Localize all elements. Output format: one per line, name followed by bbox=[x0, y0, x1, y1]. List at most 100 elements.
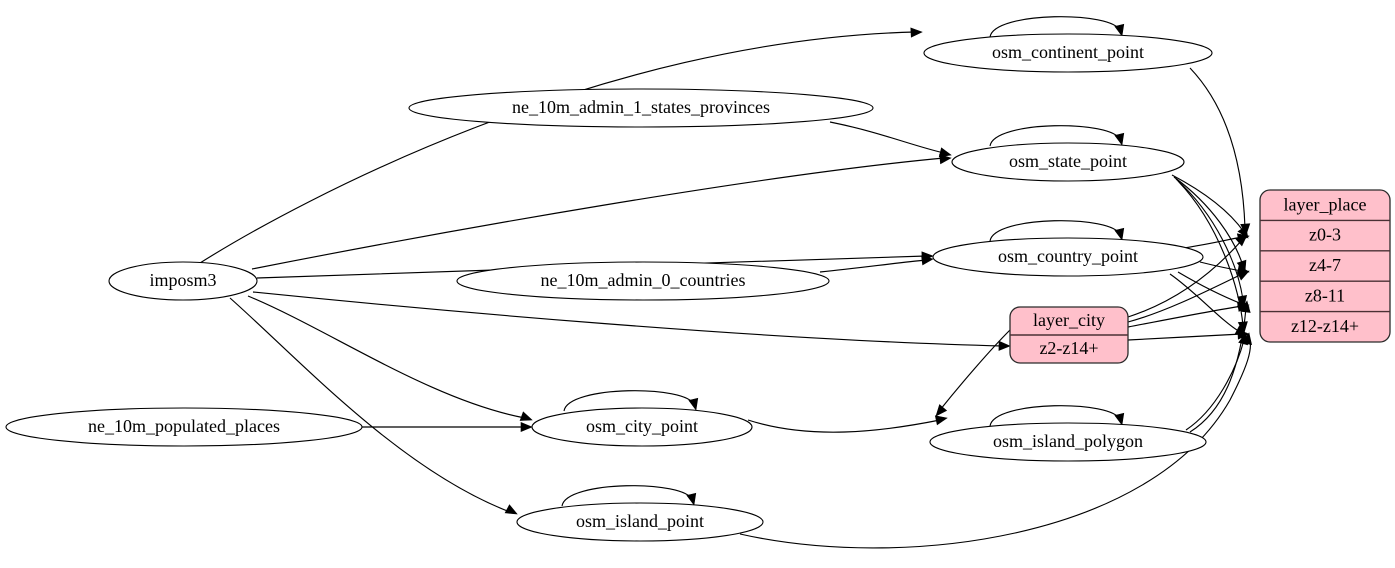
node-shape bbox=[408, 88, 874, 128]
edge-osm_continent_point-to-layer_place bbox=[1189, 67, 1251, 236]
edge-layer_city-to-layer_place bbox=[1127, 234, 1248, 318]
edge-line bbox=[1185, 339, 1245, 431]
node-imposm3[interactable]: imposm3 bbox=[108, 261, 258, 301]
record-row-label[interactable]: z4-7 bbox=[1309, 255, 1341, 275]
edge-line bbox=[1127, 239, 1243, 318]
self-loop-osm_country_point bbox=[989, 220, 1125, 242]
node-label: ne_10m_admin_1_states_provinces bbox=[512, 97, 770, 117]
record-node-layer_city[interactable]: layer_city z2-z14+ bbox=[1009, 306, 1129, 364]
edge-line bbox=[1177, 180, 1244, 327]
self-loop-arrowhead-icon bbox=[1114, 23, 1125, 37]
record-title-label: layer_place bbox=[1284, 194, 1367, 214]
edge-osm_island_polygon-to-layer_place bbox=[1189, 300, 1251, 433]
node-ne_10m_populated_places[interactable]: ne_10m_populated_places bbox=[5, 407, 363, 447]
edge-line bbox=[1173, 176, 1244, 267]
edge-arrowhead-icon bbox=[938, 147, 952, 158]
edge-line bbox=[1189, 67, 1246, 229]
node-label: ne_10m_populated_places bbox=[88, 416, 280, 436]
node-label: osm_state_point bbox=[1009, 151, 1127, 171]
node-osm_island_polygon[interactable]: osm_island_polygon bbox=[929, 422, 1207, 462]
node-osm_continent_point[interactable]: osm_continent_point bbox=[923, 33, 1213, 73]
edge-line bbox=[229, 297, 511, 513]
edge-layer_city-to-osm_island_polygon bbox=[935, 329, 1011, 417]
self-loop-line bbox=[563, 390, 695, 412]
record-row-label[interactable]: z0-3 bbox=[1309, 225, 1341, 245]
edge-arrowhead-icon bbox=[1236, 270, 1250, 281]
record-row-label[interactable]: z2-z14+ bbox=[1039, 338, 1098, 358]
self-loop-osm_city_point bbox=[563, 390, 699, 412]
record-box bbox=[1259, 189, 1391, 343]
node-shape bbox=[5, 407, 363, 447]
self-loop-osm_island_polygon bbox=[989, 405, 1125, 427]
edge-line bbox=[1171, 174, 1245, 233]
edge-imposm3-to-osm_state_point bbox=[251, 154, 952, 270]
edge-line bbox=[829, 121, 945, 154]
node-shape bbox=[932, 237, 1204, 277]
node-shape bbox=[108, 261, 258, 301]
record-row-label[interactable]: z12-z14+ bbox=[1291, 316, 1359, 336]
edge-imposm3-to-osm_continent_point bbox=[199, 27, 923, 264]
edge-line bbox=[1177, 271, 1243, 305]
edge-line bbox=[252, 291, 1004, 347]
self-loop-line bbox=[989, 220, 1121, 242]
edge-arrowhead-icon bbox=[934, 415, 948, 426]
node-shape bbox=[456, 261, 830, 301]
edge-arrowhead-icon bbox=[935, 404, 948, 417]
node-shape bbox=[516, 502, 764, 542]
edge-layer_city-to-layer_place bbox=[1127, 301, 1250, 328]
edge-line bbox=[1127, 305, 1243, 328]
record-node-layer_place[interactable]: layer_place z0-3 z4-7 z8-11 z12-z14+ bbox=[1259, 189, 1391, 343]
edge-arrowhead-icon bbox=[939, 154, 952, 165]
node-ne_10m_admin_1_states_provinces[interactable]: ne_10m_admin_1_states_provinces bbox=[408, 88, 874, 128]
edge-arrowhead-icon bbox=[1235, 234, 1248, 247]
edge-osm_city_point-to-osm_island_polygon bbox=[747, 415, 948, 433]
edge-line bbox=[739, 339, 1252, 549]
record-nodes-layer: layer_place z0-3 z4-7 z8-11 z12-z14+ layer_ci… bbox=[1009, 189, 1391, 364]
edge-imposm3-to-osm_island_point bbox=[229, 297, 518, 515]
edge-imposm3-to-osm_city_point bbox=[247, 295, 533, 421]
node-osm_state_point[interactable]: osm_state_point bbox=[951, 142, 1185, 182]
edge-arrowhead-icon bbox=[910, 27, 923, 38]
self-loop-arrowhead-icon bbox=[1114, 412, 1125, 426]
edge-arrowhead-icon bbox=[921, 255, 934, 266]
edge-line bbox=[1127, 333, 1243, 341]
node-label: osm_island_point bbox=[576, 511, 704, 531]
edge-arrowhead-icon bbox=[1242, 332, 1253, 346]
node-label: ne_10m_admin_0_countries bbox=[541, 270, 746, 290]
edge-arrowhead-icon bbox=[504, 504, 518, 515]
edge-arrowhead-icon bbox=[519, 411, 533, 421]
self-loop-arrowhead-icon bbox=[1114, 132, 1125, 146]
edge-line bbox=[939, 329, 1011, 411]
node-osm_island_point[interactable]: osm_island_point bbox=[516, 502, 764, 542]
node-shape bbox=[951, 142, 1185, 182]
edge-arrowhead-icon bbox=[998, 340, 1011, 351]
edge-line bbox=[1127, 273, 1243, 323]
node-osm_city_point[interactable]: osm_city_point bbox=[531, 407, 753, 447]
node-osm_country_point[interactable]: osm_country_point bbox=[932, 237, 1204, 277]
edge-ne_10m_admin_0_countries-to-osm_country_point bbox=[819, 255, 934, 273]
edge-arrowhead-icon bbox=[1240, 300, 1251, 313]
self-loops-layer bbox=[561, 16, 1125, 507]
node-label: osm_island_polygon bbox=[993, 431, 1143, 451]
self-loop-line bbox=[989, 405, 1121, 427]
record-title-label: layer_city bbox=[1033, 310, 1105, 330]
node-label: imposm3 bbox=[149, 270, 216, 290]
node-shape bbox=[929, 422, 1207, 462]
edge-ne_10m_populated_places-to-osm_city_point bbox=[362, 421, 533, 433]
edge-line bbox=[199, 31, 916, 264]
node-shape bbox=[531, 407, 753, 447]
edge-line bbox=[1175, 178, 1244, 301]
node-shape bbox=[923, 33, 1213, 73]
edge-line bbox=[819, 259, 927, 273]
edge-line bbox=[1199, 261, 1243, 272]
edge-line bbox=[1169, 273, 1241, 333]
self-loop-arrowhead-icon bbox=[1114, 227, 1125, 241]
edge-line bbox=[1189, 307, 1247, 433]
node-ne_10m_admin_0_countries[interactable]: ne_10m_admin_0_countries bbox=[456, 261, 830, 301]
self-loop-line bbox=[989, 16, 1121, 38]
record-row-label[interactable]: z8-11 bbox=[1305, 286, 1345, 306]
edge-line bbox=[747, 419, 941, 433]
node-label: osm_country_point bbox=[998, 246, 1138, 266]
